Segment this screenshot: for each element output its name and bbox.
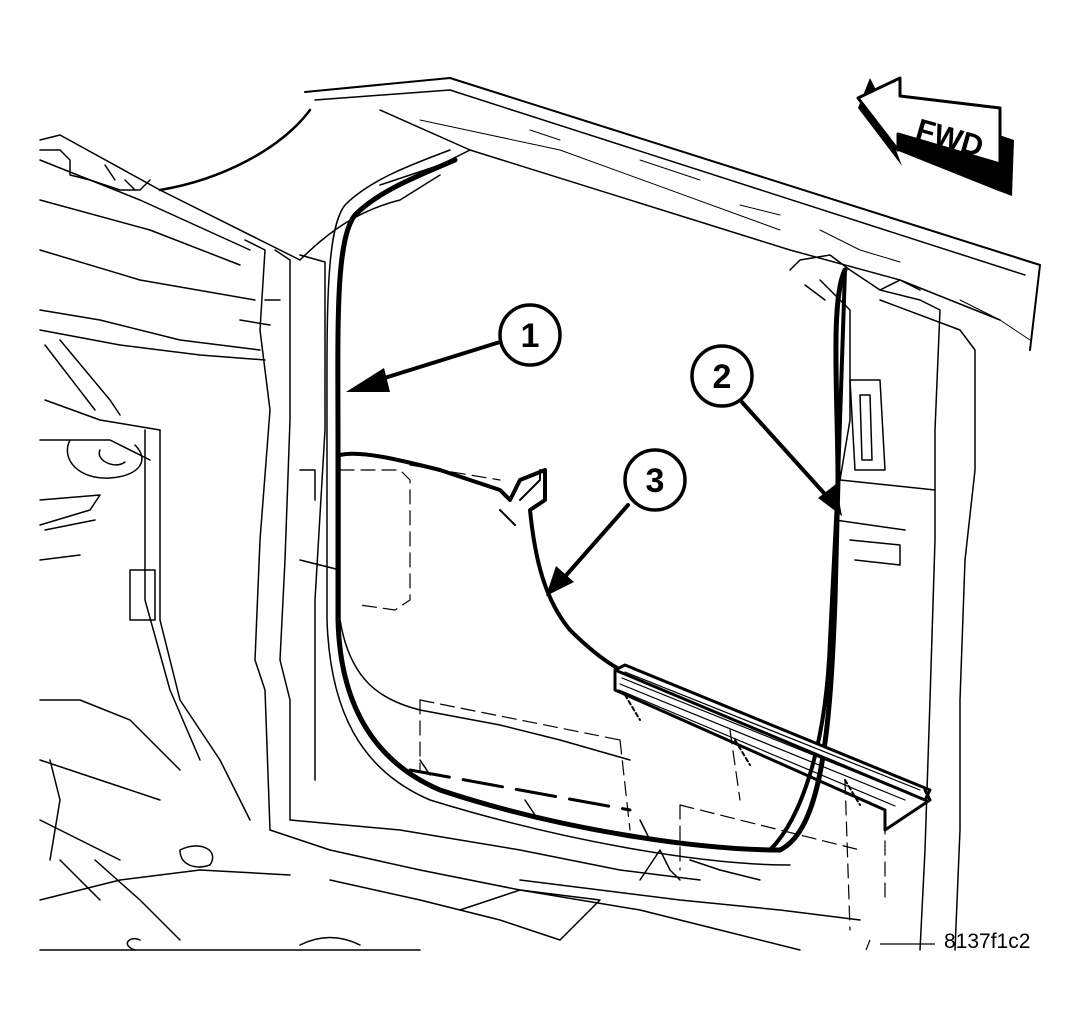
callout-2 [690, 344, 754, 408]
rear-pillar-weatherstrip [768, 268, 847, 852]
front-door-opening-weatherstrip [335, 157, 848, 853]
sill-scuff-plate [613, 663, 932, 832]
floor-sill-structure [179, 759, 861, 951]
a-pillar-structure [39, 108, 441, 951]
callout-1-number: 1 [521, 317, 540, 355]
arrowhead-1 [346, 368, 390, 392]
lower-door-opening-weatherstrip [338, 451, 632, 677]
callout-1 [498, 303, 562, 367]
b-pillar-structure [789, 254, 976, 951]
callout-2-number: 2 [713, 358, 732, 396]
callout-3-number: 3 [646, 462, 665, 500]
arrowhead-3 [546, 566, 574, 596]
fwd-direction-arrow [856, 76, 1014, 196]
callout-leaders [376, 340, 834, 582]
figure-id: 8137f1c2 [944, 930, 1031, 953]
arrowhead-2 [818, 484, 842, 516]
callout-3 [623, 448, 687, 512]
